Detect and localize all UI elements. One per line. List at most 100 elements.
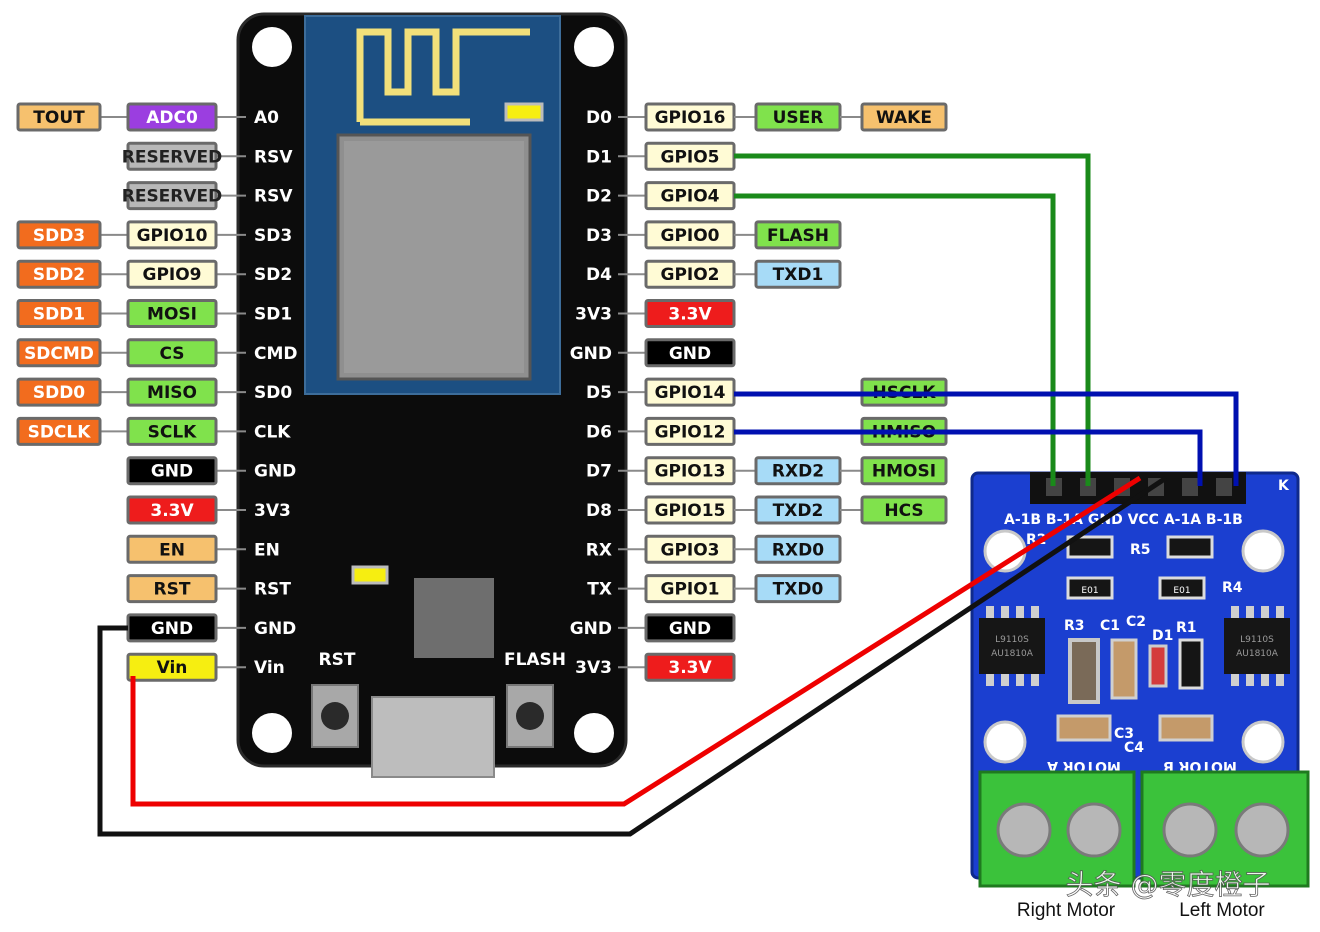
pin-label-box: SDD3 xyxy=(16,220,102,250)
terminal-screw[interactable] xyxy=(1066,802,1122,858)
pin-label-text: FLASH xyxy=(767,226,829,246)
terminal-screw[interactable] xyxy=(1162,802,1218,858)
wires xyxy=(97,153,1239,837)
pin-label-text: SDD0 xyxy=(33,383,85,403)
pin-label-box: GND xyxy=(126,613,218,643)
chip-leg xyxy=(1001,606,1009,618)
pin-label-bg xyxy=(126,416,218,446)
chip-leg xyxy=(1261,674,1269,686)
board-pin-name: SD2 xyxy=(254,265,292,285)
pin-label-bg xyxy=(126,338,218,368)
chip-leg xyxy=(1246,674,1254,686)
board-pin-name: 3V3 xyxy=(254,501,291,521)
board-pin-name: RX xyxy=(586,540,612,560)
chip-leg xyxy=(1261,606,1269,618)
header-pin xyxy=(1216,478,1232,496)
driver-hole-br xyxy=(1241,720,1285,764)
chip-leg xyxy=(1276,606,1284,618)
resistor-label-r4: R4 xyxy=(1222,580,1243,596)
pin-label-box: SDCMD xyxy=(16,338,102,368)
driver-chip-right: L9110S AU1810A xyxy=(1224,606,1290,686)
pin-label-text: TXD1 xyxy=(773,265,824,285)
chip-code-2: AU1810A xyxy=(1236,649,1279,659)
pin-label-text: SCLK xyxy=(148,422,198,442)
flash-button-cap[interactable] xyxy=(516,702,544,730)
motor-b-label: MOTOR B xyxy=(1163,758,1237,774)
pin-label-box: GPIO2 xyxy=(644,259,736,289)
chip-leg xyxy=(986,674,994,686)
chip-leg xyxy=(1001,674,1009,686)
board-pin-name: GND xyxy=(570,619,612,639)
pin-label-bg xyxy=(754,220,842,250)
pin-label-text: SDCLK xyxy=(28,422,92,442)
chip-leg xyxy=(1276,674,1284,686)
pin-label-text: 3.3V xyxy=(150,501,194,521)
module-shield-face xyxy=(344,141,524,373)
pin-label-text: GPIO4 xyxy=(660,187,719,207)
pin-label-box: GPIO1 xyxy=(644,574,736,604)
terminal-block-b xyxy=(1140,770,1310,888)
pin-label-text: GPIO0 xyxy=(660,226,719,246)
pin-label-bg xyxy=(644,652,736,682)
pin-label-text: CS xyxy=(159,344,184,364)
chip-body xyxy=(979,618,1045,674)
diode-label: D1 xyxy=(1152,628,1173,644)
terminal-screw[interactable] xyxy=(996,802,1052,858)
wire-gpio14-blue xyxy=(734,391,1239,486)
pin-label-box: FLASH xyxy=(754,220,842,250)
board-pin-name: D3 xyxy=(586,226,612,246)
mount-hole-tr xyxy=(574,27,614,67)
pin-label-box: GPIO9 xyxy=(126,259,218,289)
pin-label-box: GND xyxy=(644,613,736,643)
pin-label-text: HMOSI xyxy=(872,462,936,482)
pin-label-box: 3.3V xyxy=(644,652,736,682)
pin-label-bg xyxy=(126,574,218,604)
pin-label-text: SDD2 xyxy=(33,265,85,285)
driver-hole-bl xyxy=(983,720,1027,764)
chip-leg xyxy=(1031,606,1039,618)
pin-label-bg xyxy=(126,534,218,564)
pin-label-text: HCS xyxy=(884,501,923,521)
pin-label-box: RXD2 xyxy=(754,456,842,486)
chip-code-2: AU1810A xyxy=(991,649,1034,659)
cap-label-c2: C2 xyxy=(1126,614,1146,630)
pin-label-bg xyxy=(126,102,218,132)
wire-vin-red xyxy=(130,475,1142,807)
pin-label-box: SDD1 xyxy=(16,299,102,328)
cap-label-c4: C4 xyxy=(1124,740,1144,756)
pin-label-box: 3.3V xyxy=(644,299,736,328)
smd-resistor-vertical xyxy=(1178,638,1204,690)
resistor-label-r1: R1 xyxy=(1176,620,1197,636)
pin-label-box: GPIO0 xyxy=(644,220,736,250)
pin-label-box: GPIO5 xyxy=(644,141,736,171)
pin-label-box: WAKE xyxy=(860,102,948,132)
pin-label-bg xyxy=(126,456,218,486)
mount-hole-tl xyxy=(252,27,292,67)
rst-button-cap[interactable] xyxy=(321,702,349,730)
pin-label-box: TOUT xyxy=(16,102,102,132)
pin-label-text: RXD2 xyxy=(772,462,824,482)
pin-label-text: GPIO15 xyxy=(655,501,726,521)
rst-button-label: RST xyxy=(319,650,356,670)
usb-chip xyxy=(414,578,494,658)
pin-label-text: USER xyxy=(773,108,824,128)
pin-label-bg xyxy=(754,259,842,289)
pin-label-bg xyxy=(644,299,736,328)
pin-label-bg xyxy=(860,495,948,525)
header-silkscreen: A-1B B-1A GND VCC A-1A B-1B xyxy=(1004,512,1243,528)
board-pin-name: RST xyxy=(254,580,291,600)
terminal-screw[interactable] xyxy=(1234,802,1290,858)
pin-label-text: GPIO1 xyxy=(660,580,719,600)
board-pin-name: SD1 xyxy=(254,305,292,325)
flash-button-label: FLASH xyxy=(504,650,566,670)
pin-label-bg xyxy=(644,338,736,368)
board-pin-name: CMD xyxy=(254,344,298,364)
board-pin-name: GND xyxy=(570,344,612,364)
pin-label-box: TXD1 xyxy=(754,259,842,289)
pin-label-bg xyxy=(754,534,842,564)
header-pin xyxy=(1080,478,1096,496)
wire-gpio5-green xyxy=(734,153,1091,486)
motor-a-label: MOTOR A xyxy=(1047,758,1121,774)
